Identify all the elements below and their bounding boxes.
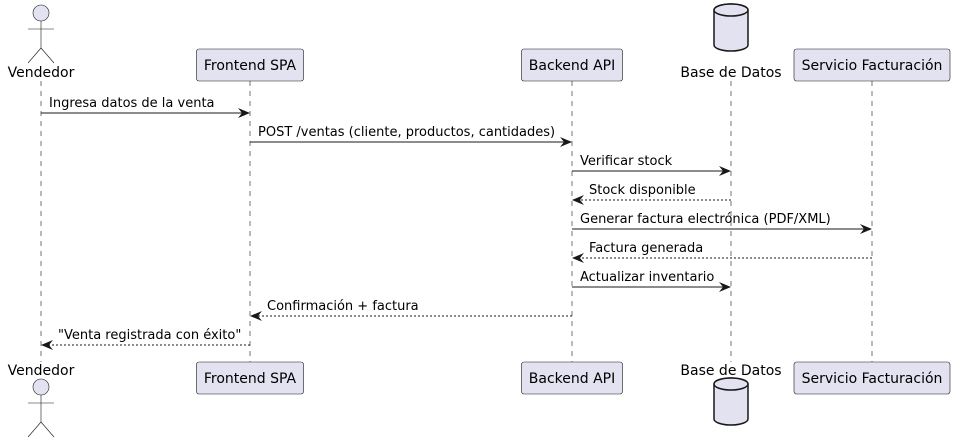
participant-db-bottom: Base de Datos — [680, 363, 782, 426]
participant-frontend-top: Frontend SPA — [196, 48, 304, 82]
message-label: Stock disponible — [589, 183, 696, 198]
message-label: Ingresa datos de la venta — [49, 96, 215, 111]
participant-box — [521, 48, 623, 82]
message-9: "Venta registrada con éxito" — [41, 328, 250, 350]
participant-billing-bottom: Servicio Facturación — [793, 361, 951, 395]
message-3: Verificar stock — [572, 154, 731, 176]
message-4: Stock disponible — [572, 183, 731, 205]
participant-billing-top: Servicio Facturación — [793, 48, 951, 82]
message-label: Confirmación + factura — [267, 299, 419, 314]
message-label: Verificar stock — [580, 154, 673, 169]
message-label: Factura generada — [589, 241, 703, 256]
participant-label: Servicio Facturación — [802, 371, 943, 387]
participant-box — [196, 361, 304, 395]
participant-label: Base de Datos — [680, 363, 781, 379]
participant-label: Backend API — [529, 371, 615, 387]
message-label: Actualizar inventario — [580, 270, 714, 285]
actor-icon — [27, 378, 55, 438]
participant-frontend-bottom: Frontend SPA — [196, 361, 304, 395]
participant-box — [793, 48, 951, 82]
database-icon — [713, 3, 749, 52]
message-2: POST /ventas (cliente, productos, cantid… — [250, 125, 572, 147]
participant-vendedor-top: Vendedor — [8, 4, 75, 81]
participant-backend-top: Backend API — [521, 48, 623, 82]
message-label: "Venta registrada con éxito" — [58, 328, 241, 343]
participant-db-top: Base de Datos — [680, 3, 782, 81]
participant-label: Backend API — [529, 58, 615, 74]
database-icon — [713, 377, 749, 426]
participant-label: Servicio Facturación — [802, 58, 943, 74]
participant-vendedor-bottom: Vendedor — [8, 363, 75, 438]
actor-icon — [27, 4, 55, 64]
participant-backend-bottom: Backend API — [521, 361, 623, 395]
participant-box — [521, 361, 623, 395]
participant-box — [196, 48, 304, 82]
message-8: Confirmación + factura — [250, 299, 572, 321]
participant-label: Vendedor — [8, 363, 75, 379]
message-7: Actualizar inventario — [572, 270, 731, 292]
message-6: Factura generada — [572, 241, 872, 263]
participant-label: Vendedor — [8, 65, 75, 81]
message-1: Ingresa datos de la venta — [41, 96, 250, 118]
participant-label: Frontend SPA — [204, 58, 297, 74]
participant-box — [793, 361, 951, 395]
message-label: Generar factura electrónica (PDF/XML) — [580, 212, 831, 227]
participant-label: Frontend SPA — [204, 371, 297, 387]
participant-label: Base de Datos — [680, 65, 781, 81]
message-label: POST /ventas (cliente, productos, cantid… — [258, 125, 555, 140]
message-5: Generar factura electrónica (PDF/XML) — [572, 212, 872, 234]
